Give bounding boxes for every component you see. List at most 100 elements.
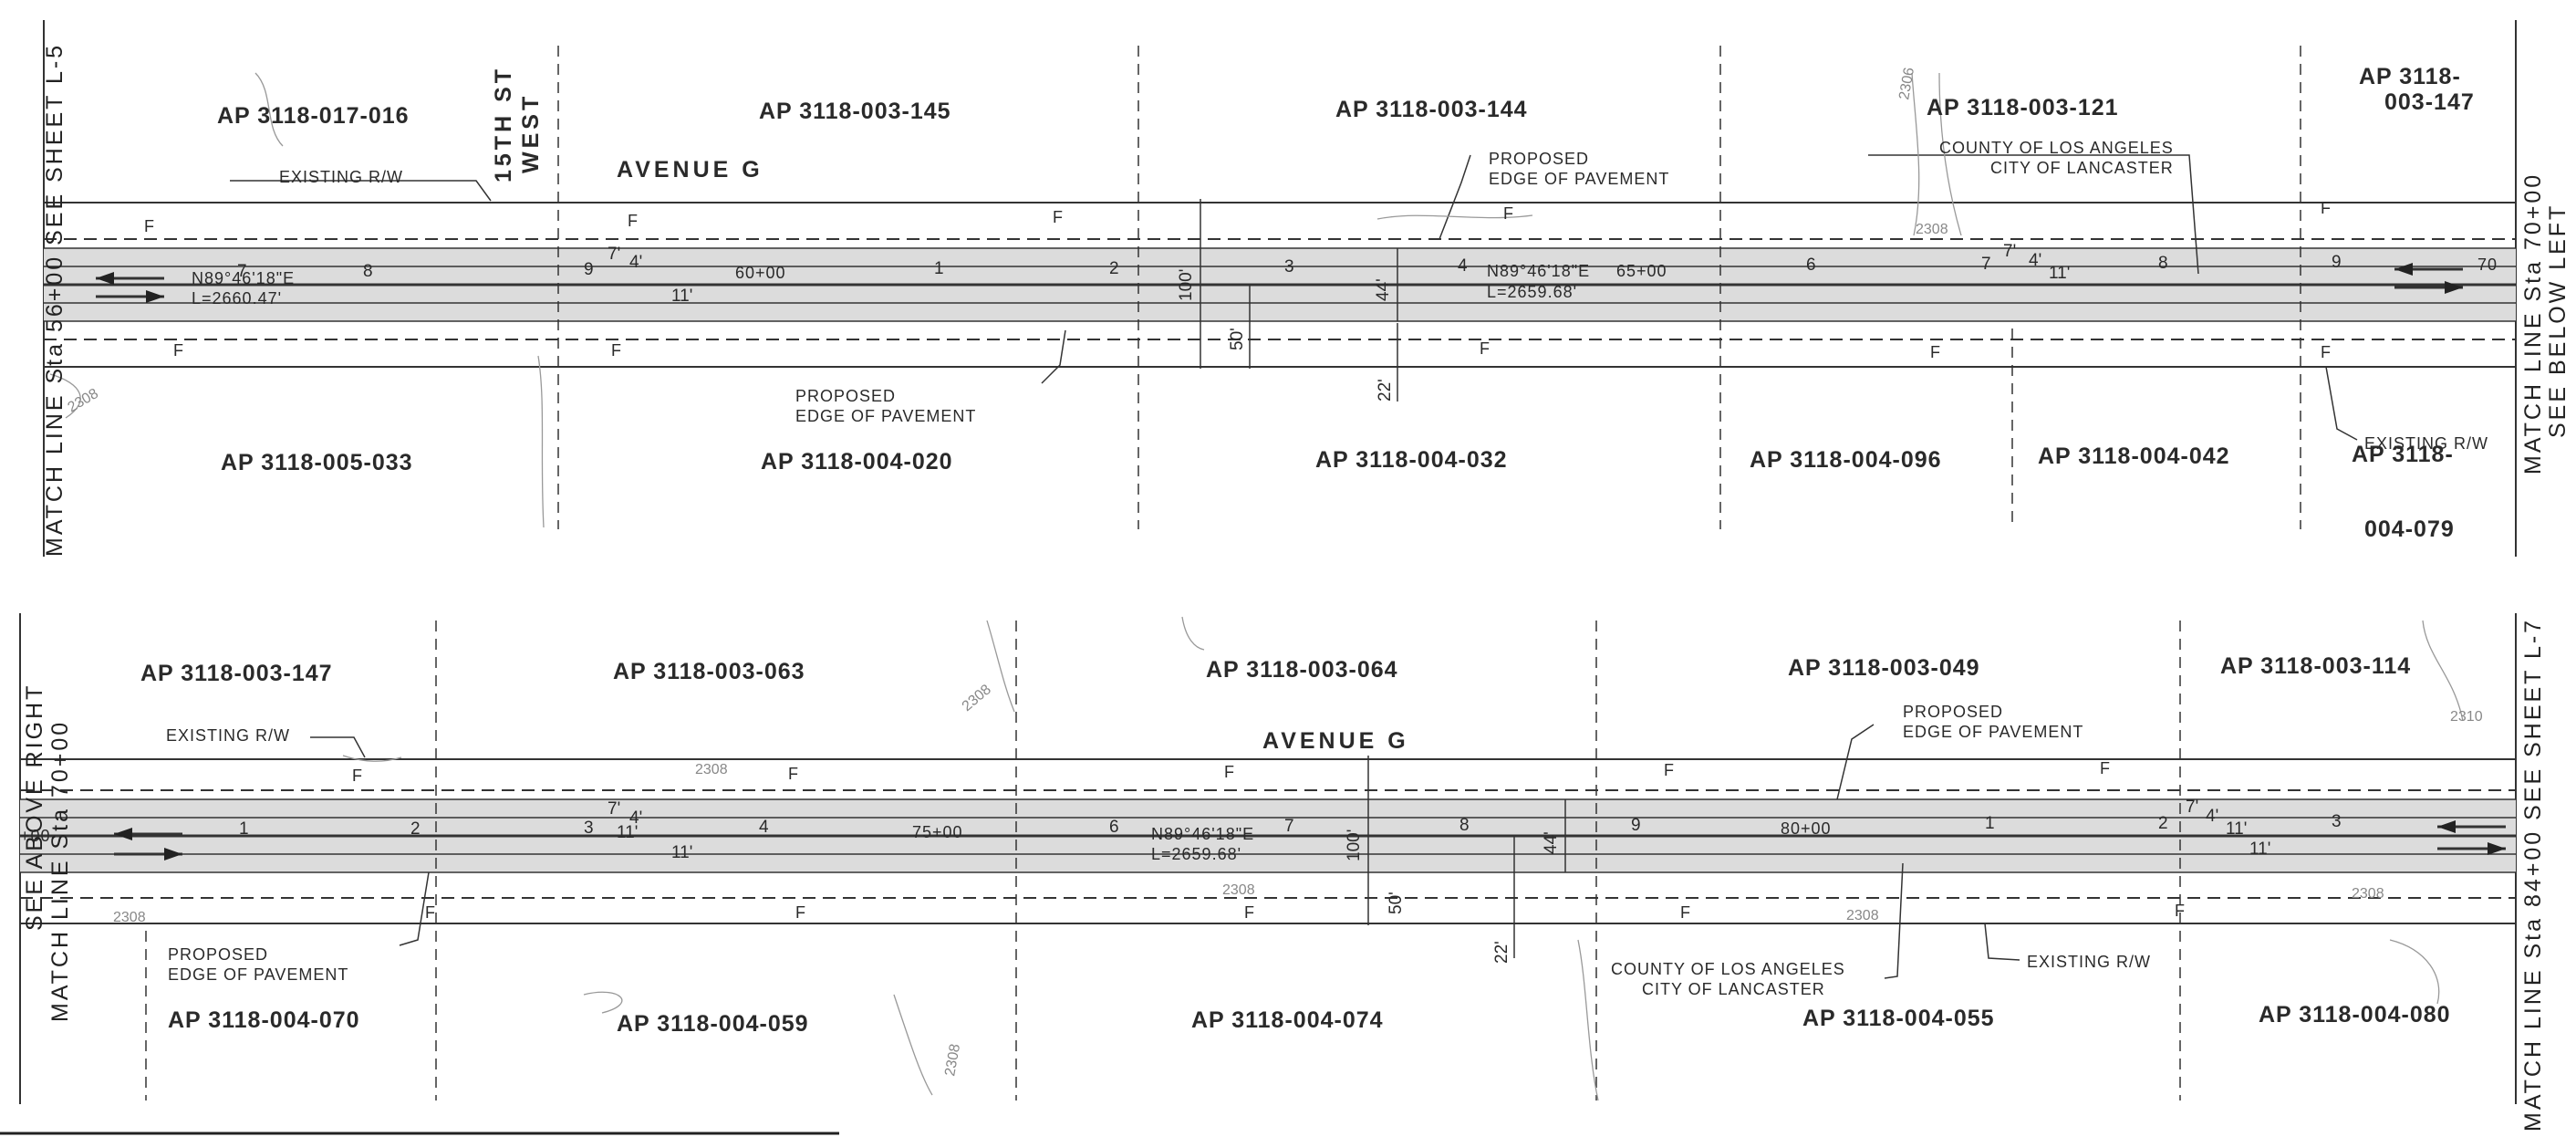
contour-label: 2306 — [1896, 67, 1917, 101]
dim-44: 44' — [1542, 831, 1561, 854]
station-tick: 1 — [934, 259, 944, 278]
existing-rw-label: EXISTING R/W — [166, 726, 290, 745]
existing-rw-label: EXISTING R/W — [2027, 953, 2151, 971]
match-line-right: MATCH LINE Sta 84+00 SEE SHEET L-7 — [2520, 618, 2546, 1132]
contour-label: 2308 — [2352, 886, 2384, 902]
station-label: 80+00 — [1781, 819, 1832, 838]
station-tick: 9 — [1631, 816, 1641, 835]
contour-label: 2310 — [2450, 709, 2483, 725]
station-tick: 9 — [2332, 253, 2342, 272]
dim-22: 22' — [1492, 941, 1511, 964]
parcel-label: AP 3118-004-032 — [1315, 447, 1508, 473]
fence-label: F — [173, 341, 183, 360]
proposed-edge-label: EDGE OF PAVEMENT — [795, 407, 976, 425]
dim-4: 4' — [629, 808, 642, 828]
proposed-edge-label: PROPOSED — [1489, 150, 1589, 168]
station-tick: 1 — [1985, 814, 1995, 833]
dim-7: 7' — [608, 245, 620, 264]
station-tick: 7 — [237, 262, 247, 281]
length-label: L=2660.47' — [192, 289, 282, 308]
station-tick: 6 — [1806, 256, 1816, 275]
parcel-label: AP 3118-017-016 — [217, 103, 410, 129]
contour-label: 2308 — [1916, 222, 1948, 237]
station-tick: 3 — [1284, 257, 1294, 276]
street-name: AVENUE G — [617, 157, 763, 183]
cross-street-1: 15TH ST — [491, 66, 516, 183]
dim-11: 11' — [2226, 819, 2247, 839]
parcel-label: AP 3118-004-096 — [1750, 447, 1942, 473]
fence-label: F — [611, 341, 621, 360]
proposed-edge-label: EDGE OF PAVEMENT — [1903, 723, 2083, 741]
parcel-label: AP 3118-003-114 — [2220, 653, 2411, 679]
bearing-label: N89°46'18"E — [1151, 825, 1254, 843]
proposed-edge-label: EDGE OF PAVEMENT — [1489, 170, 1669, 188]
dim-100: 100' — [1177, 269, 1196, 301]
contour-label: 2308 — [942, 1043, 963, 1078]
dim-7: 7' — [608, 799, 620, 819]
fence-label: F — [2175, 902, 2185, 920]
fence-label: F — [1503, 204, 1513, 223]
station-tick: 7 — [1284, 817, 1294, 836]
match-line-left: MATCH LINE Sta 56+00 SEE SHEET L-5 — [42, 43, 68, 557]
station-label: +00 — [20, 827, 51, 845]
station-label: 65+00 — [1616, 262, 1667, 280]
fence-label: F — [2321, 199, 2331, 217]
parcel-label: AP 3118-003-144 — [1335, 97, 1528, 122]
proposed-edge-label: PROPOSED — [1903, 703, 2003, 721]
station-tick: 3 — [2332, 812, 2342, 831]
station-tick: 4 — [1458, 256, 1468, 276]
station-label: 75+00 — [912, 823, 963, 841]
station-tick: 8 — [1459, 816, 1470, 835]
parcel-label: AP 3118-004-074 — [1191, 1007, 1384, 1033]
length-label: L=2659.68' — [1487, 283, 1577, 301]
station-tick: 6 — [1109, 818, 1119, 837]
jurisdiction-label: COUNTY OF LOS ANGELES — [1611, 960, 1845, 978]
street-name: AVENUE G — [1262, 728, 1409, 754]
jurisdiction-label: CITY OF LANCASTER — [1642, 980, 1825, 998]
fence-label: F — [1930, 343, 1940, 361]
dim-44: 44' — [1374, 278, 1393, 301]
fence-label: F — [628, 212, 638, 230]
dim-11: 11' — [617, 823, 638, 842]
bottom-panel — [19, 613, 2517, 1104]
parcel-label: AP 3118-004-055 — [1802, 1006, 1995, 1031]
station-tick: 8 — [2158, 254, 2168, 273]
fence-label: F — [2321, 343, 2331, 361]
proposed-edge-label: PROPOSED — [795, 387, 896, 405]
station-tick: 2 — [410, 819, 421, 839]
contour-label: 2308 — [1222, 882, 1255, 898]
proposed-edge-label: PROPOSED — [168, 945, 268, 964]
cross-street-2: WEST — [518, 93, 544, 173]
station-tick: 2 — [2158, 814, 2168, 833]
match-line-left-1: SEE ABOVE RIGHT — [22, 683, 47, 931]
proposed-edge-label: EDGE OF PAVEMENT — [168, 965, 348, 984]
bearing-label: N89°46'18"E — [1487, 262, 1590, 280]
bearing-label: N89°46'18"E — [192, 269, 295, 287]
dim-7: 7' — [2186, 798, 2198, 817]
dim-11: 11' — [2049, 264, 2070, 283]
fence-label: F — [1244, 903, 1254, 922]
parcel-label: AP 3118-004-059 — [617, 1011, 809, 1037]
fence-label: F — [425, 903, 435, 922]
fence-label: F — [1480, 339, 1490, 358]
jurisdiction-label: COUNTY OF LOS ANGELES — [1939, 139, 2174, 157]
parcel-label: 003-147 — [2384, 89, 2475, 115]
match-line-right-1: MATCH LINE Sta 70+00 — [2520, 172, 2546, 475]
top-panel-text: MATCH LINE Sta 56+00 SEE SHEET L-5 MATCH… — [42, 43, 2571, 557]
station-label: 60+00 — [735, 264, 786, 282]
bottom-panel-text: SEE ABOVE RIGHT MATCH LINE Sta 70+00 MAT… — [20, 618, 2546, 1132]
parcel-label: AP 3118-004-070 — [168, 1007, 360, 1033]
dim-11: 11' — [671, 287, 692, 306]
dim-100: 100' — [1345, 829, 1364, 861]
parcel-label: 004-079 — [2364, 516, 2455, 542]
contour-label: 2308 — [1846, 908, 1879, 923]
dim-4: 4' — [629, 253, 642, 272]
fence-label: F — [795, 903, 805, 922]
top-panel — [43, 20, 2517, 557]
fence-label: F — [1664, 761, 1674, 779]
fence-label: F — [788, 765, 798, 783]
fence-label: F — [1680, 903, 1690, 922]
parcel-label: AP 3118-004-020 — [761, 449, 953, 475]
fence-label: F — [1224, 763, 1234, 781]
